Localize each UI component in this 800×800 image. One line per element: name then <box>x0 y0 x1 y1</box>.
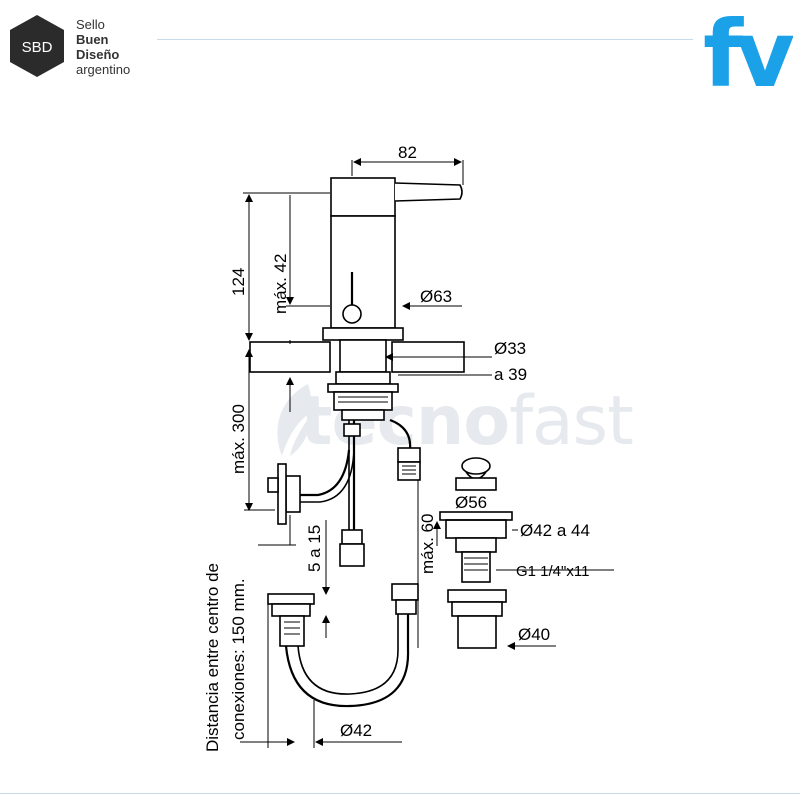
dim-top-width: 82 <box>398 143 417 162</box>
dim-drain-max: máx. 60 <box>418 514 437 574</box>
dim-max-hose: máx. 300 <box>229 404 248 474</box>
watermark-light: fast <box>509 382 634 461</box>
dim-connection-distance: Distancia entre centro de <box>203 563 222 752</box>
sbd-seal-text: Sello Buen Diseño argentino <box>76 17 130 77</box>
lower-connection-hose <box>267 583 419 708</box>
watermark-leaf-icon <box>277 384 314 456</box>
dim-drain-range: Ø42 a 44 <box>520 521 590 540</box>
footer-divider <box>0 793 800 794</box>
supply-hoses <box>267 418 421 567</box>
dimension-lines <box>240 158 614 748</box>
dim-connection-distance-2: conexiones: 150 mm. <box>229 578 248 740</box>
sbd-badge-text: SBD <box>22 39 53 56</box>
sbd-line-4: argentino <box>76 62 131 77</box>
dim-drain-bottom-diameter: Ø40 <box>518 625 550 644</box>
dim-connection-offset: 5 a 15 <box>305 525 324 572</box>
dim-max-height: máx. 42 <box>271 254 290 314</box>
dim-body-diameter: Ø63 <box>420 287 452 306</box>
dim-hole-diameter: Ø33 <box>494 339 526 358</box>
sbd-line-2: Buen <box>76 32 109 47</box>
dim-hole-diameter-range: a 39 <box>494 365 527 384</box>
dim-drain-top-diameter: Ø56 <box>455 493 487 512</box>
dim-total-height: 124 <box>229 268 248 296</box>
dim-connection-diameter: Ø42 <box>340 721 372 740</box>
sbd-line-1: Sello <box>76 17 105 32</box>
fv-brand-logo: fv <box>703 8 793 102</box>
drain-assembly <box>439 457 513 649</box>
header-divider <box>157 39 693 40</box>
sbd-seal-badge: SBD <box>10 15 64 77</box>
fv-logo-text: fv <box>703 8 793 102</box>
faucet-body <box>322 177 463 421</box>
dim-drain-thread: G1 1/4"x11 <box>516 563 589 580</box>
sbd-line-3: Diseño <box>76 47 120 62</box>
